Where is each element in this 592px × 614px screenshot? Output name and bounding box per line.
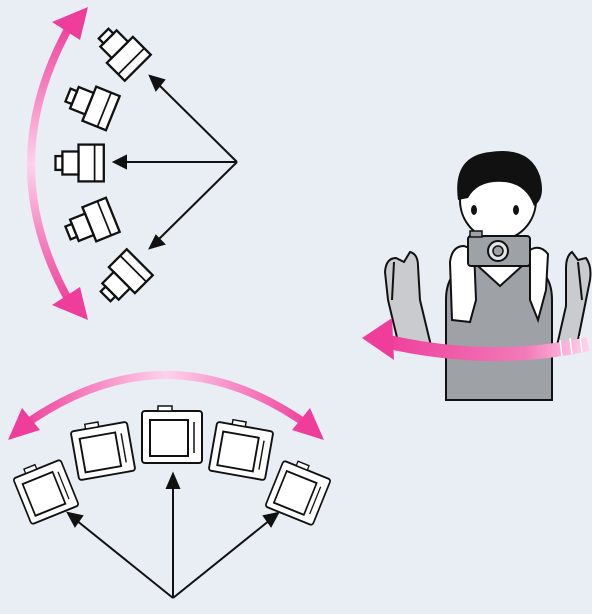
vertical-camera-1 (91, 21, 151, 81)
vertical-camera-5 (93, 249, 153, 309)
vertical-sweep-panel (31, 7, 237, 320)
vertical-camera-3 (56, 145, 104, 182)
eye-right (513, 205, 519, 215)
ghost-arm-right (556, 252, 591, 350)
pan-arrowhead (362, 318, 394, 360)
photographer-camera (468, 231, 530, 266)
vertical-sweep-arrowhead-bottom (52, 287, 88, 320)
eye-left (471, 205, 477, 215)
horizontal-pointer-arrows (68, 474, 278, 598)
horizontal-sweep-panel (8, 375, 333, 598)
vertical-camera-2 (61, 78, 120, 130)
horizontal-camera-2 (70, 417, 136, 480)
horizontal-camera-3 (142, 406, 202, 463)
vertical-sweep-arrowhead-top (52, 7, 88, 40)
photographer-panel (362, 151, 591, 400)
vertical-pointer-arrows (114, 76, 237, 248)
horizontal-camera-4 (209, 417, 275, 480)
vertical-camera-4 (61, 198, 120, 250)
